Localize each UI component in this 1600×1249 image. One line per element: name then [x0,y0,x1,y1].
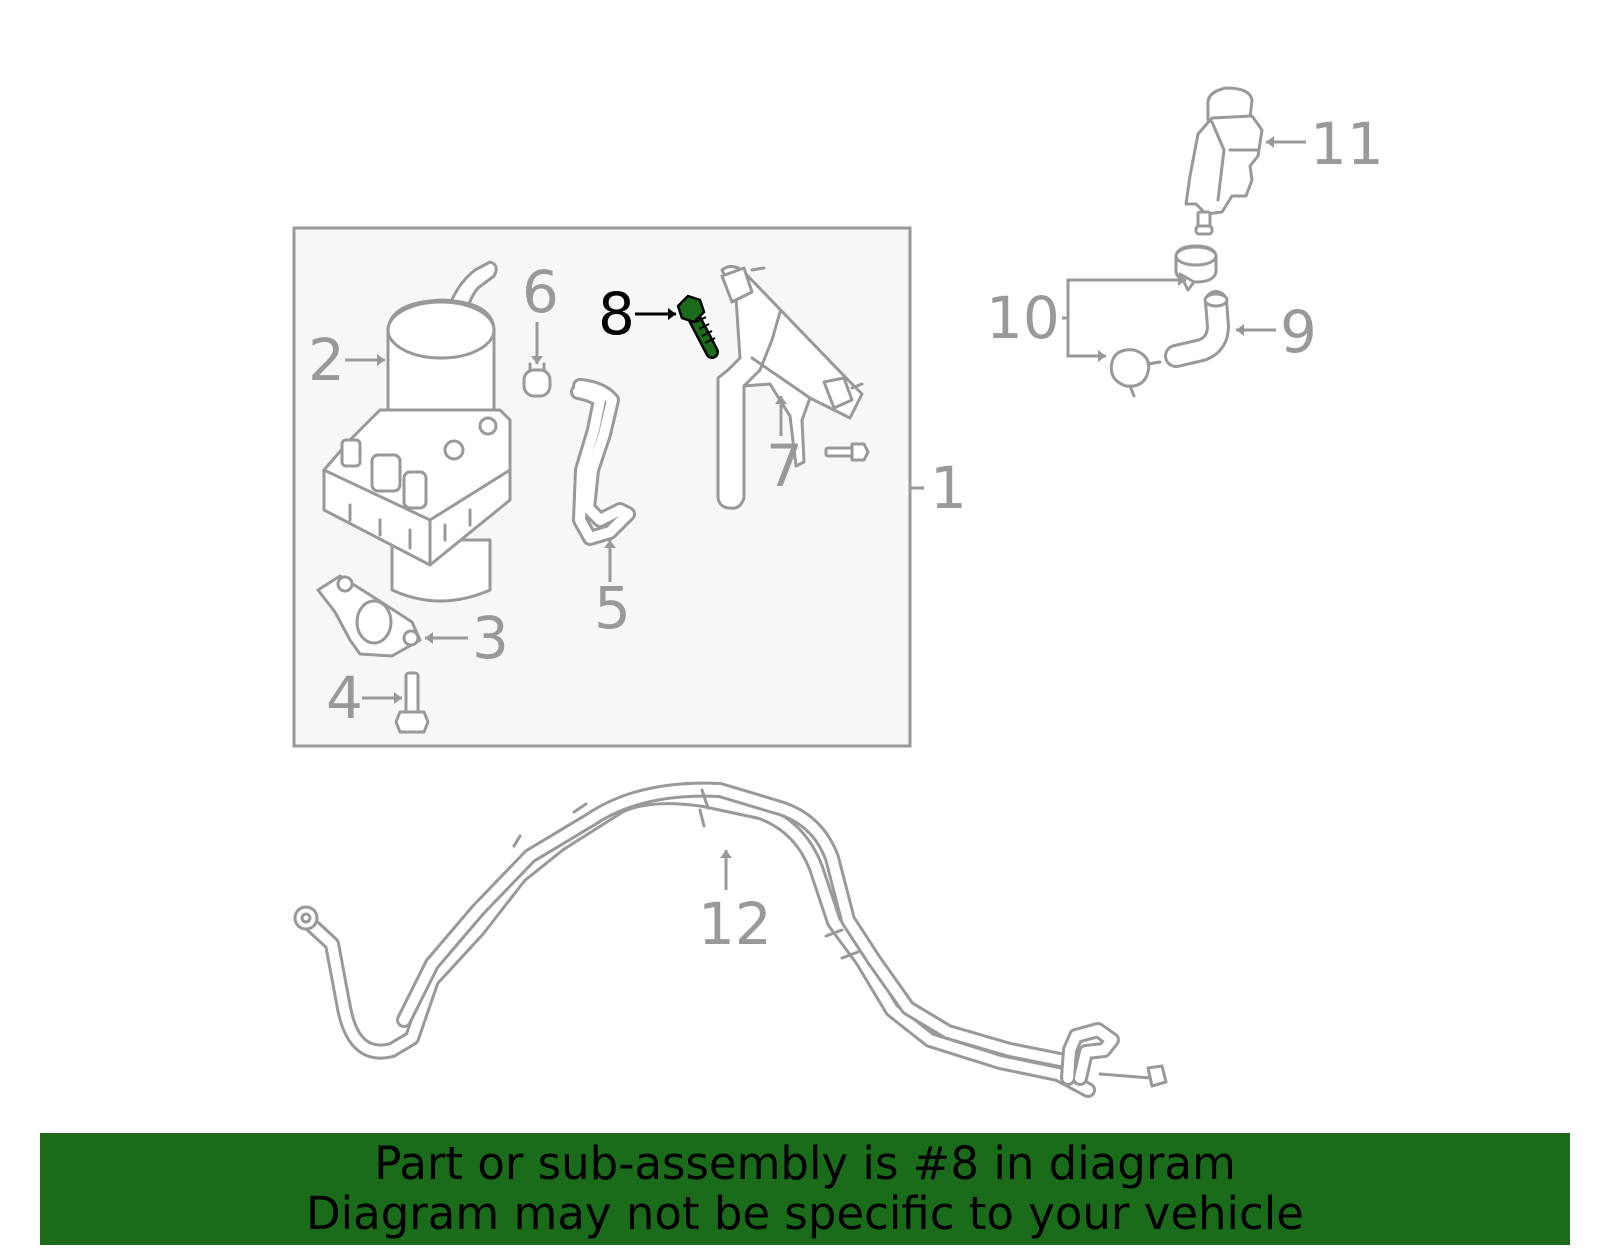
callout-7: 7 [766,432,803,500]
hose-part-5[interactable] [570,378,636,546]
banner-line-1: Part or sub-assembly is #8 in diagram [374,1137,1236,1190]
callout-9: 9 [1280,298,1317,366]
info-banner: Part or sub-assembly is #8 in diagram Di… [40,1133,1570,1245]
hose-part-9[interactable] [1164,290,1231,368]
callout-3: 3 [472,604,509,672]
mount-bracket-part[interactable] [316,574,422,658]
line-assembly-part-12[interactable] [293,781,1168,1098]
callout-5: 5 [594,574,631,642]
callout-4: 4 [326,664,363,732]
banner-line-2: Diagram may not be specific to your vehi… [306,1187,1304,1240]
callout-11: 11 [1310,110,1384,178]
leader-10 [1062,278,1186,358]
callout-8: 8 [598,280,635,348]
bracket-bolt[interactable] [824,442,870,462]
leader-lines [345,136,1306,890]
reservoir-part-11[interactable] [1184,86,1264,236]
clamp-part-10-lower[interactable] [1109,348,1162,398]
clamp-part-10-upper[interactable] [1174,244,1218,292]
callout-2: 2 [308,326,345,394]
bolt-part-8-highlighted[interactable] [676,294,719,359]
pump-motor-part[interactable] [322,260,512,603]
callout-10: 10 [986,284,1060,352]
callout-1: 1 [930,454,967,522]
bolt-part-4[interactable] [394,671,430,734]
clamp-part-6[interactable] [522,362,552,398]
bracket-part-7[interactable] [716,265,864,510]
callout-12: 12 [698,890,772,958]
callout-6: 6 [522,258,559,326]
